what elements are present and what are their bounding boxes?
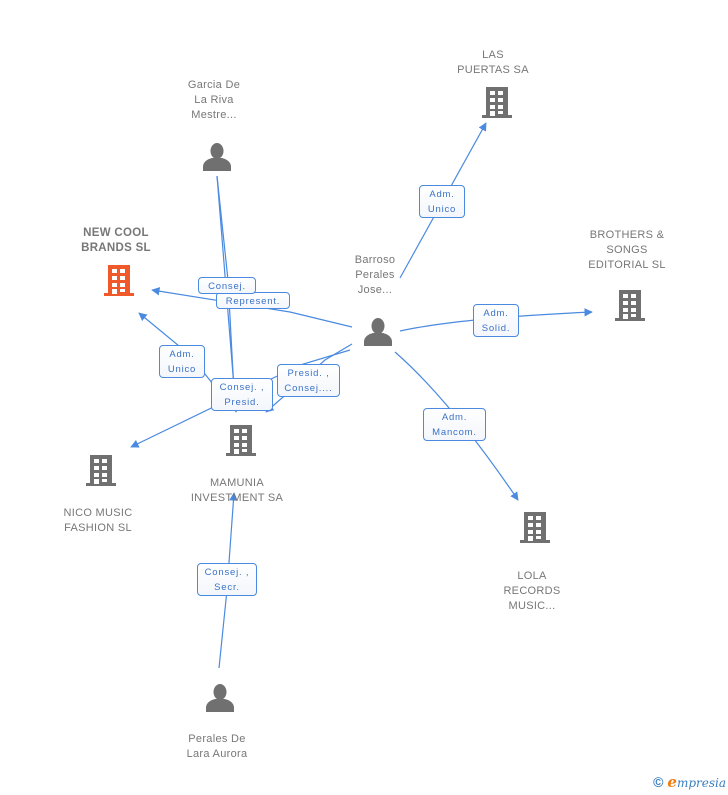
building-icon[interactable] [615,290,645,321]
footer-brand: © empresia [653,773,726,791]
edge-label[interactable]: Consej. [198,277,256,294]
person-icon[interactable] [364,318,392,346]
edge-label[interactable]: Adm. Unico [159,345,205,378]
node-label-new-cool[interactable]: NEW COOL BRANDS SL [81,227,151,254]
node-label-garcia[interactable]: Garcia De La Riva Mestre... [187,79,241,121]
edge-label[interactable]: Adm. Solid. [473,304,519,337]
node-label-perales[interactable]: Perales De Lara Aurora [186,733,248,760]
building-icon[interactable] [520,512,550,543]
person-icon[interactable] [206,684,234,712]
node-label-barroso[interactable]: Barroso Perales Jose... [354,254,396,296]
empresia-logo[interactable]: empresia [667,773,726,791]
edge-label[interactable]: Adm. Mancom. [423,408,486,441]
building-icon[interactable] [226,425,256,456]
building-icon[interactable] [482,87,512,118]
person-icon[interactable] [203,143,231,171]
node-label-lola[interactable]: LOLA RECORDS MUSIC... [503,570,561,612]
node-label-brothers[interactable]: BROTHERS & SONGS EDITORIAL SL [588,229,666,271]
node-label-las-puertas[interactable]: LAS PUERTAS SA [457,49,529,76]
edge-label[interactable]: Consej. , Presid. [211,378,273,411]
node-label-nico[interactable]: NICO MUSIC FASHION SL [63,507,133,534]
edge-barroso-to-new-cool [151,287,353,328]
node-label-mamunia[interactable]: MAMUNIA INVESTMENT SA [190,477,284,504]
copyright-icon: © [653,774,664,790]
building-icon[interactable] [86,455,116,486]
edge-label[interactable]: Presid. , Consej.... [277,364,340,397]
edge-label[interactable]: Represent. [216,292,290,309]
edge-label[interactable]: Consej. , Secr. [197,563,257,596]
building-icon[interactable] [104,265,134,296]
edge-label[interactable]: Adm. Unico [419,185,465,218]
